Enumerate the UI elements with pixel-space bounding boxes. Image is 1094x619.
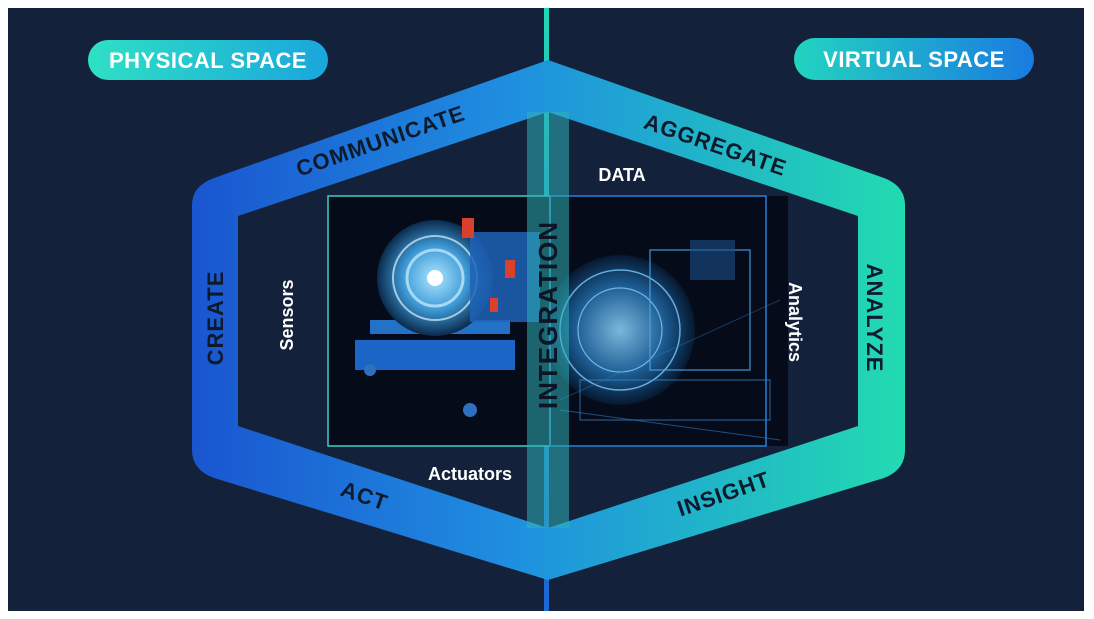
integration-band <box>527 112 569 528</box>
physical-space-label: PHYSICAL SPACE <box>109 48 307 73</box>
actuators-label: Actuators <box>428 464 512 484</box>
sensors-label: Sensors <box>277 279 297 350</box>
integration-label: INTEGRATION <box>533 221 563 409</box>
virtual-space-pill <box>794 38 1034 80</box>
physical-space-pill <box>88 40 328 80</box>
create-label: CREATE <box>203 271 228 366</box>
virtual-space-label: VIRTUAL SPACE <box>823 47 1005 72</box>
analytics-label: Analytics <box>785 282 805 362</box>
data-label: DATA <box>598 165 645 185</box>
analyze-label: ANALYZE <box>862 264 887 373</box>
